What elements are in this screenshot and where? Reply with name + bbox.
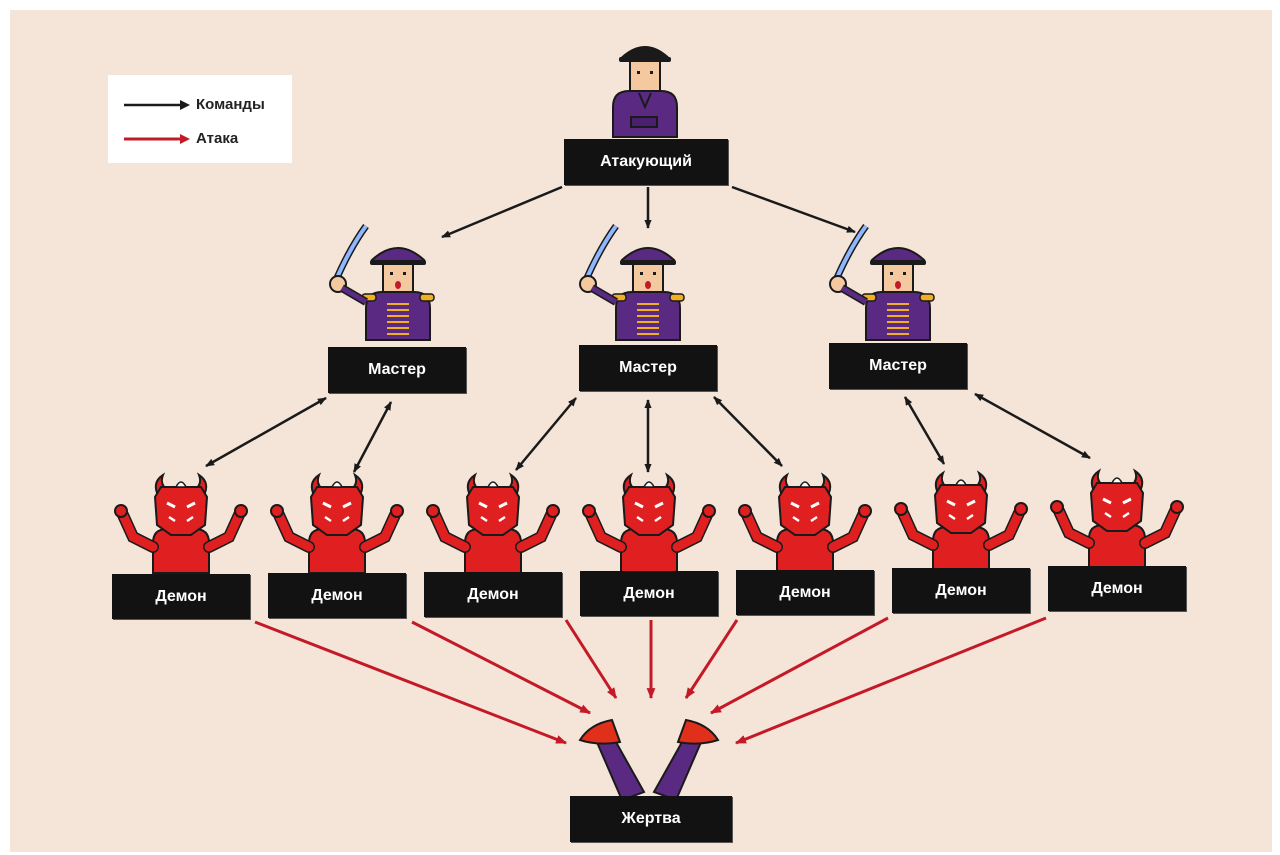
attack-arrows bbox=[254, 616, 1047, 745]
command-arrows bbox=[205, 185, 1091, 473]
devil-icon bbox=[427, 475, 559, 573]
command-arrow bbox=[731, 185, 856, 234]
officer-with-saber-icon bbox=[330, 226, 434, 340]
attacker-label: Атакующий bbox=[600, 153, 692, 170]
command-arrow bbox=[974, 392, 1091, 460]
devil-icon bbox=[895, 473, 1027, 571]
master-label: Мастер bbox=[619, 359, 677, 376]
red-arrow-icon bbox=[124, 134, 190, 144]
demon-label: Демон bbox=[311, 586, 363, 604]
officer-with-saber-icon bbox=[580, 226, 684, 340]
attack-arrow bbox=[734, 616, 1047, 745]
master-node: Мастер bbox=[328, 347, 466, 393]
demon-node: Демон bbox=[112, 574, 250, 619]
demon-node: Демон bbox=[892, 568, 1030, 613]
black-arrow-icon bbox=[124, 100, 190, 110]
master-label: Мастер bbox=[368, 361, 426, 378]
master-node: Мастер bbox=[829, 343, 967, 389]
legend-commands-label: Команды bbox=[196, 96, 265, 113]
demon-node: Демон bbox=[268, 573, 406, 618]
command-arrow bbox=[441, 185, 563, 239]
demon-node: Демон bbox=[580, 571, 718, 616]
demon-label: Демон bbox=[623, 584, 675, 602]
demon-label: Демон bbox=[779, 583, 831, 601]
fallen-legs-icon bbox=[578, 718, 720, 802]
devil-icon bbox=[583, 475, 715, 573]
demon-node: Демон bbox=[424, 572, 562, 617]
devil-icon bbox=[115, 475, 247, 573]
demon-node: Демон bbox=[736, 570, 874, 615]
attack-arrow bbox=[254, 620, 568, 745]
demon-node: Демон bbox=[1048, 566, 1186, 611]
victim-label: Жертва bbox=[621, 810, 681, 827]
devil-icon bbox=[739, 475, 871, 573]
command-arrow bbox=[903, 396, 946, 465]
attack-arrow bbox=[411, 620, 591, 715]
demon-label: Демон bbox=[935, 581, 987, 599]
attack-arrow bbox=[564, 619, 618, 699]
command-arrow bbox=[515, 397, 577, 471]
officer-with-saber-icon bbox=[830, 226, 934, 340]
master-node: Мастер bbox=[579, 345, 717, 391]
legend-attack-label: Атака bbox=[196, 130, 239, 147]
command-arrow bbox=[205, 396, 327, 468]
demon-label: Демон bbox=[155, 587, 207, 605]
attack-arrow bbox=[710, 616, 889, 715]
master-label: Мастер bbox=[869, 357, 927, 374]
legend-attack: Атака bbox=[108, 129, 292, 149]
command-arrow bbox=[352, 401, 393, 473]
general-icon bbox=[612, 45, 678, 138]
demon-label: Демон bbox=[1091, 579, 1143, 597]
attack-arrow bbox=[684, 619, 739, 699]
devil-icon bbox=[271, 475, 403, 573]
demon-label: Демон bbox=[467, 585, 519, 603]
devil-icon bbox=[1051, 471, 1183, 569]
command-arrow bbox=[713, 396, 783, 467]
victim-node: Жертва bbox=[570, 796, 732, 842]
legend-commands: Команды bbox=[108, 95, 292, 115]
legend: Команды Атака bbox=[108, 75, 292, 163]
attacker-node: Атакующий bbox=[564, 139, 728, 185]
